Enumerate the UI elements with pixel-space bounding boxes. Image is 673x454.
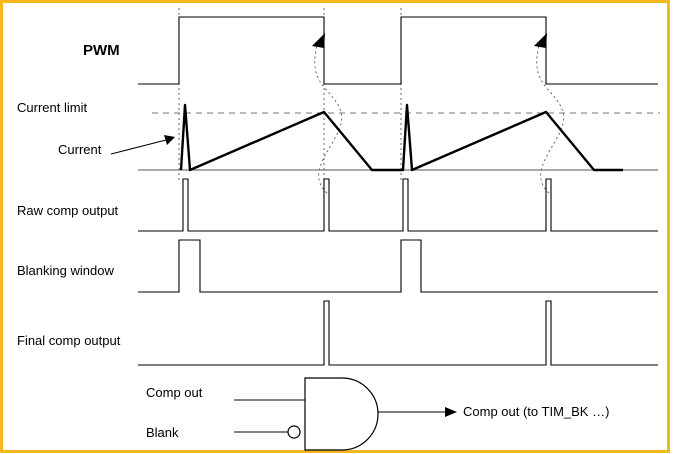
pwm-waveform	[138, 16, 658, 85]
raw-comp-output-label: Raw comp output	[17, 203, 119, 218]
arrowhead-icon	[534, 33, 547, 48]
blanking-window-label: Blanking window	[17, 263, 114, 278]
final-comp-output-waveform	[138, 300, 658, 366]
arrowhead-icon	[312, 33, 325, 48]
raw-comp-output-waveform	[138, 178, 658, 232]
and-gate-icon	[304, 377, 379, 451]
blank-input-label: Blank	[146, 425, 179, 440]
current-pointer-line	[110, 139, 167, 155]
comp-out-input-label: Comp out	[146, 385, 203, 400]
gate-output-label: Comp out (to TIM_BK …)	[463, 404, 609, 419]
pwm-label: PWM	[83, 42, 120, 59]
final-comp-output-label: Final comp output	[17, 333, 121, 348]
current-limit-label: Current limit	[17, 100, 87, 115]
inverter-bubble-icon	[287, 425, 301, 439]
blanking-window-waveform	[138, 239, 658, 293]
current-waveform	[179, 103, 623, 172]
arrowhead-icon	[164, 135, 175, 145]
current-label: Current	[58, 142, 102, 157]
arrowhead-icon	[445, 407, 457, 417]
